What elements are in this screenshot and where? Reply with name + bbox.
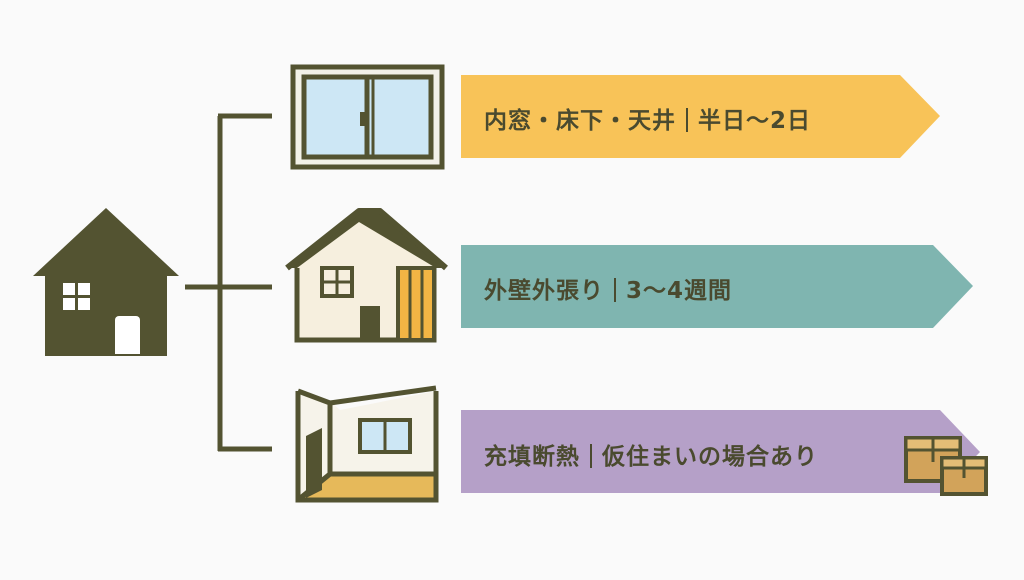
moving-boxes-icon [904, 436, 988, 496]
banner-row-1-text: 内窓・床下・天井半日〜2日 [484, 101, 811, 135]
room-interior-icon [295, 385, 439, 503]
banner-row-2-text: 外壁外張り 3〜4週間 [484, 271, 732, 305]
row-2-title: 外壁外張り [484, 278, 604, 304]
banner-row-3 [461, 410, 980, 493]
row-1-title: 内窓・床下・天井 [484, 108, 676, 134]
separator [614, 278, 616, 302]
separator [686, 108, 688, 132]
house-with-insulated-wall-icon [285, 208, 448, 343]
row-3-title: 充填断熱 [484, 444, 580, 470]
banner-row-2 [461, 245, 973, 328]
row-3-duration: 仮住まいの場合あり [602, 444, 818, 470]
tree-connector [185, 113, 272, 452]
separator [590, 444, 592, 468]
house-icon [33, 208, 179, 356]
banner-row-3-text: 充填断熱仮住まいの場合あり [484, 437, 818, 471]
row-1-duration: 半日〜2日 [698, 108, 812, 134]
window-icon [290, 64, 445, 170]
row-2-duration: 3〜4週間 [626, 278, 733, 304]
banner-row-1 [461, 75, 940, 158]
